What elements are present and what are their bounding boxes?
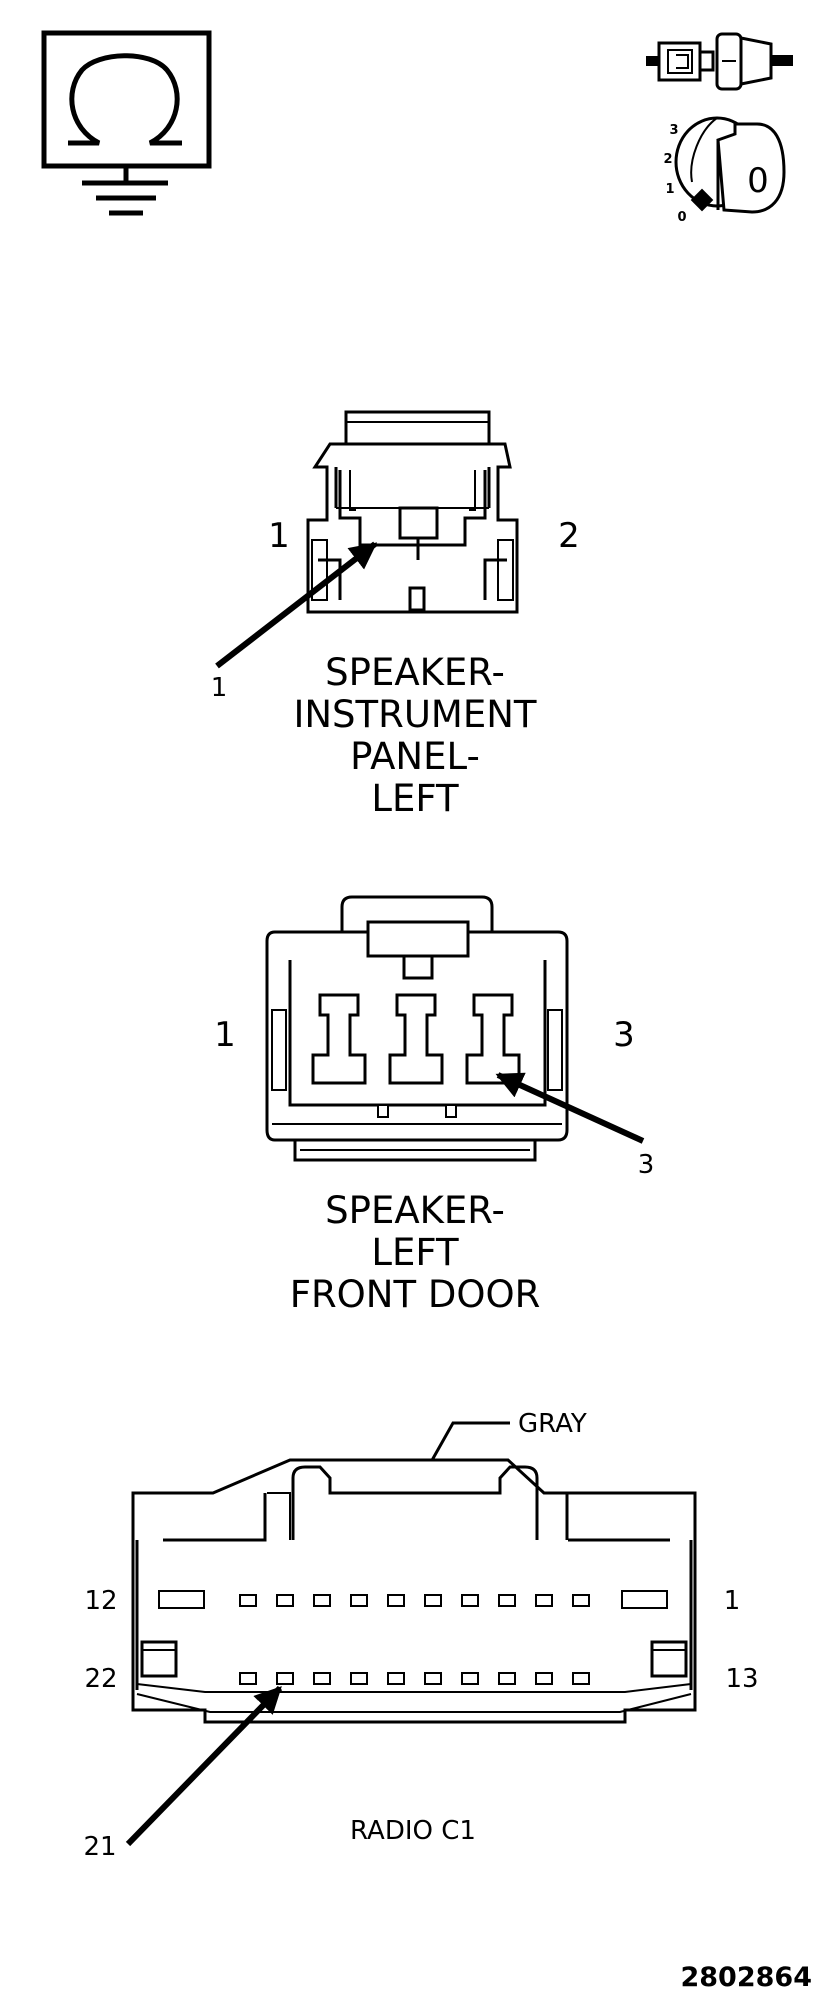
ignition-position-2: 2: [663, 152, 672, 167]
title-line-2: LEFT: [371, 1231, 459, 1274]
pin-label-right: 3: [613, 1015, 635, 1055]
connector-plug-icon: [646, 32, 793, 91]
speaker-left-front-door-connector: [265, 895, 645, 1162]
speaker-instrument-panel-left-connector: [215, 410, 519, 669]
pin-label-left: 1: [214, 1015, 236, 1055]
pin-label-top-right: 1: [724, 1586, 741, 1616]
cavity-row-bottom: [239, 1672, 590, 1685]
callout-pin-label: 1: [211, 673, 228, 703]
radio-c1-connector: [125, 1421, 697, 1847]
color-label: GRAY: [518, 1409, 587, 1439]
pin-label-right: 2: [558, 516, 580, 556]
ignition-position-3: 3: [669, 123, 678, 138]
pin-label-bottom-left: 22: [84, 1664, 117, 1694]
ignition-key-icon: 3 2 1 0 0: [663, 116, 786, 225]
pin-label-bottom-right: 13: [725, 1664, 758, 1694]
title-line-4: LEFT: [371, 777, 459, 820]
callout-pin-label: 3: [638, 1150, 655, 1180]
key-label: 0: [747, 161, 769, 201]
connector-title: RADIO C1: [350, 1816, 476, 1846]
title-line-2: INSTRUMENT: [293, 693, 536, 736]
title-line-1: SPEAKER-: [325, 651, 505, 694]
callout-pin-label: 21: [83, 1832, 116, 1862]
title-line-3: PANEL-: [350, 735, 480, 778]
ignition-position-0: 0: [677, 210, 686, 225]
ignition-position-1: 1: [665, 182, 674, 197]
pin-label-top-left: 12: [84, 1586, 117, 1616]
ohm-ground-icon: [41, 30, 212, 216]
title-line-3: FRONT DOOR: [290, 1273, 541, 1316]
connector-title: SPEAKER- INSTRUMENT PANEL- LEFT: [293, 651, 536, 820]
title-line-1: SPEAKER-: [325, 1189, 505, 1232]
connector-title: SPEAKER- LEFT FRONT DOOR: [290, 1189, 541, 1316]
document-number: 2802864: [680, 1962, 812, 1993]
pin-label-left: 1: [268, 516, 290, 556]
cavity-row-top: [239, 1594, 590, 1607]
